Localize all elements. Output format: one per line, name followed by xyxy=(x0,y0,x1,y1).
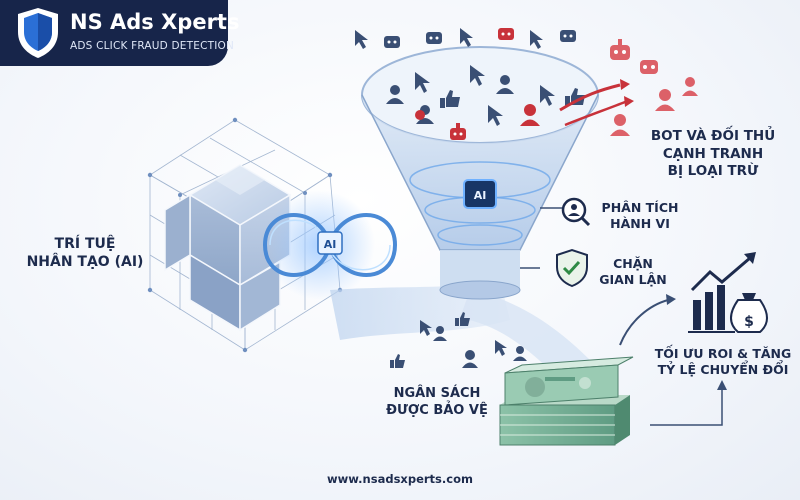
label-budget: NGÂN SÁCH ĐƯỢC BẢO VỆ xyxy=(372,386,502,420)
label-ai-line2: NHÂN TẠO (AI) xyxy=(26,254,144,271)
label-budget-line1: NGÂN SÁCH xyxy=(393,386,481,401)
cursor-icon xyxy=(420,320,432,336)
shield-logo-icon xyxy=(18,8,58,58)
cursor-icon xyxy=(530,30,543,49)
label-ai-line1: TRÍ TUỆ xyxy=(54,236,116,252)
brand-name: NS Ads Xperts xyxy=(70,10,240,34)
robot-icon xyxy=(426,32,442,44)
thumbs-up-icon xyxy=(455,312,470,326)
user-icon xyxy=(496,75,514,94)
footer-url[interactable]: www.nsadsxperts.com xyxy=(327,472,473,486)
robot-icon xyxy=(384,36,400,48)
user-icon xyxy=(520,104,540,126)
bot-icons-in-funnel xyxy=(415,104,540,140)
user-icon xyxy=(386,85,404,104)
label-analysis-line1: PHÂN TÍCH xyxy=(601,200,679,215)
svg-text:AI: AI xyxy=(474,189,487,202)
ai-chip-icon xyxy=(463,179,497,209)
cursor-icon xyxy=(355,30,368,49)
thumbs-up-icon xyxy=(390,354,405,368)
cursor-icon xyxy=(488,105,503,126)
ai-chip-icon xyxy=(317,231,343,255)
svg-text:AI: AI xyxy=(324,238,337,251)
user-icon xyxy=(415,110,425,120)
cursor-icon xyxy=(460,28,473,47)
robot-icon xyxy=(610,39,630,60)
bar-chart-up-icon xyxy=(688,252,756,333)
label-bots-line3: BỊ LOẠI TRỪ xyxy=(667,163,759,180)
label-analysis-line2: HÀNH VI xyxy=(610,216,670,232)
label-block-line2: GIAN LẬN xyxy=(599,272,667,288)
thumbs-up-icon xyxy=(440,90,460,108)
svg-text:$: $ xyxy=(744,314,754,330)
user-icon xyxy=(655,89,675,111)
user-icon xyxy=(513,346,527,361)
money-stack xyxy=(499,356,634,446)
label-roi: TỐI ƯU ROI & TĂNG TỶ LỆ CHUYỂN ĐỔI xyxy=(648,346,798,379)
user-icon xyxy=(682,77,698,96)
cursor-icon xyxy=(495,340,507,356)
user-icon xyxy=(433,326,447,341)
label-budget-line2: ĐƯỢC BẢO VỆ xyxy=(386,402,488,418)
cursor-icon xyxy=(415,72,430,93)
label-ai: TRÍ TUỆ NHÂN TẠO (AI) xyxy=(20,235,150,271)
cursor-icon xyxy=(540,85,555,106)
label-bots: BOT VÀ ĐỐI THỦ CẠNH TRANH BỊ LOẠI TRỪ xyxy=(638,128,788,181)
robot-icon xyxy=(450,123,466,140)
rejected-bots xyxy=(559,39,698,136)
label-analysis: PHÂN TÍCH HÀNH VI xyxy=(590,200,690,233)
robot-icon xyxy=(498,28,514,40)
user-icon xyxy=(610,114,630,136)
label-block: CHẶN GIAN LẬN xyxy=(588,256,678,289)
robot-icon xyxy=(640,60,658,74)
label-bots-line2: CẠNH TRANH xyxy=(662,145,764,162)
shield-check-icon xyxy=(556,248,588,288)
cursor-icon xyxy=(470,65,485,86)
brand-tagline: ADS CLICK FRAUD DETECTION xyxy=(70,40,235,52)
ai-infinity-loop: AI xyxy=(262,190,398,300)
magnifier-person-icon xyxy=(561,197,591,227)
incoming-traffic-icons xyxy=(355,28,576,49)
label-roi-line2: TỶ LỆ CHUYỂN ĐỔI xyxy=(657,362,789,378)
label-roi-line1: TỐI ƯU ROI & TĂNG xyxy=(654,346,792,361)
robot-icon xyxy=(560,30,576,42)
user-icon xyxy=(462,350,478,368)
money-bag-icon: $ xyxy=(730,293,768,333)
label-block-line1: CHẶN xyxy=(613,256,653,271)
label-bots-line1: BOT VÀ ĐỐI THỦ xyxy=(650,128,776,144)
